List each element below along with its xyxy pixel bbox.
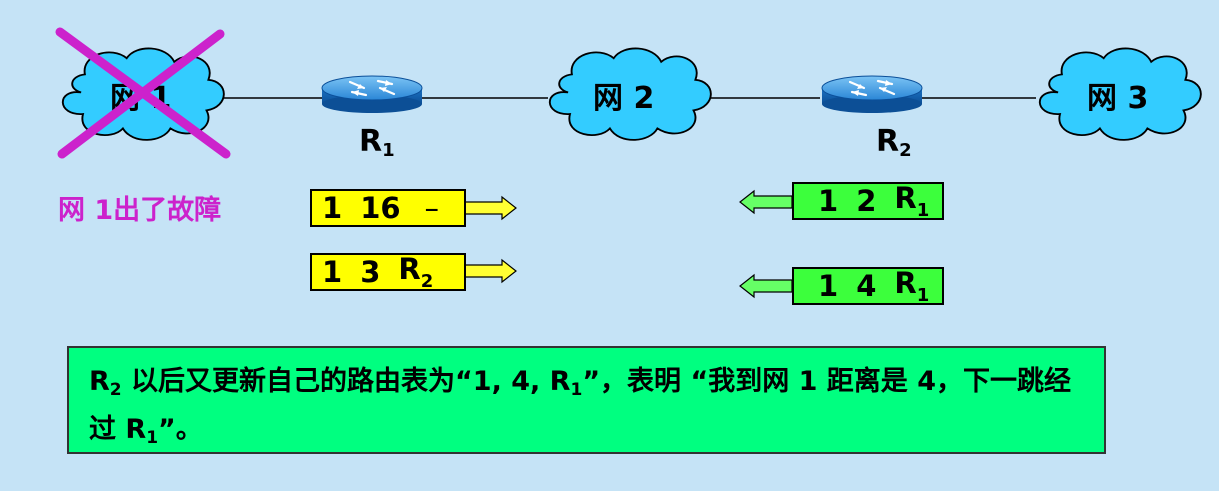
route-update-r2-second: 1 4 R1 [792, 266, 944, 306]
router-r2-icon [820, 74, 924, 115]
arrow-right-1 [463, 195, 517, 221]
arrow-left-1 [739, 189, 793, 215]
router-r1-icon [320, 74, 424, 115]
route-update-r1-first: 1 16 – [310, 189, 466, 227]
cloud-net3-label: 网 3 [1087, 81, 1148, 116]
router-r1-label: R1 [359, 124, 395, 161]
router-r2-label: R2 [876, 124, 912, 161]
arrow-left-2 [739, 273, 793, 299]
fault-note: 网 1出了故障 [58, 195, 222, 226]
cloud-net2-label: 网 2 [593, 81, 654, 116]
explanation-note: R2 以后又更新自己的路由表为“1, 4, R1”，表明 “我到网 1 距离是 … [67, 346, 1106, 454]
arrow-right-2 [463, 258, 517, 284]
route-update-r1-second: 1 3 R2 [310, 252, 466, 292]
failure-x-mark [55, 27, 231, 159]
route-update-r2-first: 1 2 R1 [792, 181, 944, 221]
